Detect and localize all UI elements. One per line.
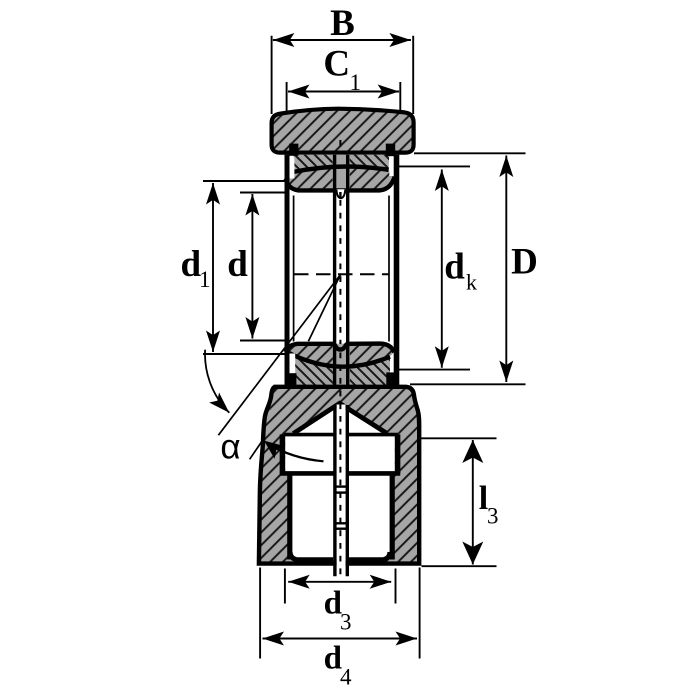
svg-text:d: d [227,244,248,285]
svg-text:d: d [324,641,342,677]
svg-text:α: α [220,428,240,467]
svg-text:1: 1 [349,70,361,95]
svg-text:D: D [511,242,538,283]
svg-text:B: B [330,3,355,44]
svg-text:4: 4 [340,665,352,690]
svg-text:1: 1 [199,267,211,292]
svg-text:C: C [323,44,350,85]
svg-text:d: d [444,247,465,288]
svg-text:d: d [324,586,342,622]
svg-text:3: 3 [487,504,499,529]
svg-text:l: l [479,480,488,517]
svg-text:d: d [181,244,202,285]
svg-text:3: 3 [340,610,352,635]
svg-text:k: k [466,270,477,295]
